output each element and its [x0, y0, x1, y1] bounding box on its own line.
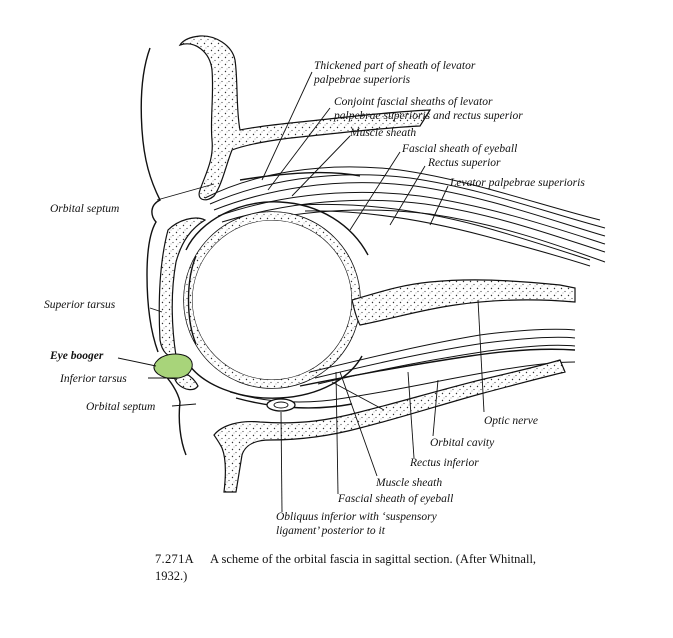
obliquus-inferior-core	[273, 401, 289, 409]
eyeball-sclera	[191, 219, 353, 381]
label-fascial-sheath-bottom: Fascial sheath of eyeball	[337, 493, 453, 505]
optic-nerve	[351, 279, 576, 326]
label-obliquus-1: Obliquus inferior with ‘suspensory	[276, 511, 438, 523]
face-profile-lower	[161, 371, 187, 456]
label-inferior-tarsus: Inferior tarsus	[59, 373, 127, 385]
fascial-sheath-outer	[185, 201, 369, 256]
label-orbital-septum-bottom: Orbital septum	[86, 401, 155, 413]
upper-sheath-lines	[204, 166, 606, 267]
label-muscle-sheath-top: Muscle sheath	[349, 127, 416, 139]
label-orbital-cavity: Orbital cavity	[430, 437, 495, 449]
label-orbital-septum-top: Orbital septum	[50, 203, 119, 215]
label-thickened-part-2: palpebrae superioris	[313, 74, 411, 86]
label-conjoint-sheaths-1: Conjoint fascial sheaths of levator	[334, 96, 493, 108]
leader-lines	[117, 71, 485, 513]
label-fascial-sheath-top: Fascial sheath of eyeball	[401, 143, 517, 155]
caption-line-1: A scheme of the orbital fascia in sagitt…	[210, 552, 536, 566]
lower-sheath-lines	[229, 328, 576, 409]
label-superior-tarsus: Superior tarsus	[44, 299, 116, 311]
label-thickened-part-1: Thickened part of sheath of levator	[314, 60, 476, 72]
label-obliquus-2: ligament’ posterior to it	[276, 525, 386, 537]
label-optic-nerve: Optic nerve	[484, 415, 538, 427]
orbital-floor	[213, 359, 566, 493]
face-profile-upper	[140, 47, 161, 353]
upper-eyelid	[158, 217, 207, 357]
eye-booger	[153, 353, 193, 379]
label-conjoint-sheaths-2: palpebrae superioris and rectus superior	[333, 110, 523, 122]
caption-line-2: 1932.)	[155, 569, 187, 583]
obliquus-inferior	[266, 398, 296, 412]
label-levator: Levator palpebrae superioris	[449, 177, 585, 189]
cornea	[187, 255, 197, 345]
label-muscle-sheath-bottom: Muscle sheath	[375, 477, 442, 489]
fascial-sheath-outer-lower	[185, 355, 363, 399]
figure-number: 7.271A	[155, 552, 194, 566]
label-eye-booger: Eye booger	[49, 350, 104, 362]
label-rectus-inferior: Rectus inferior	[409, 457, 479, 469]
frontal-bone	[178, 35, 432, 201]
label-rectus-superior: Rectus superior	[427, 157, 501, 169]
